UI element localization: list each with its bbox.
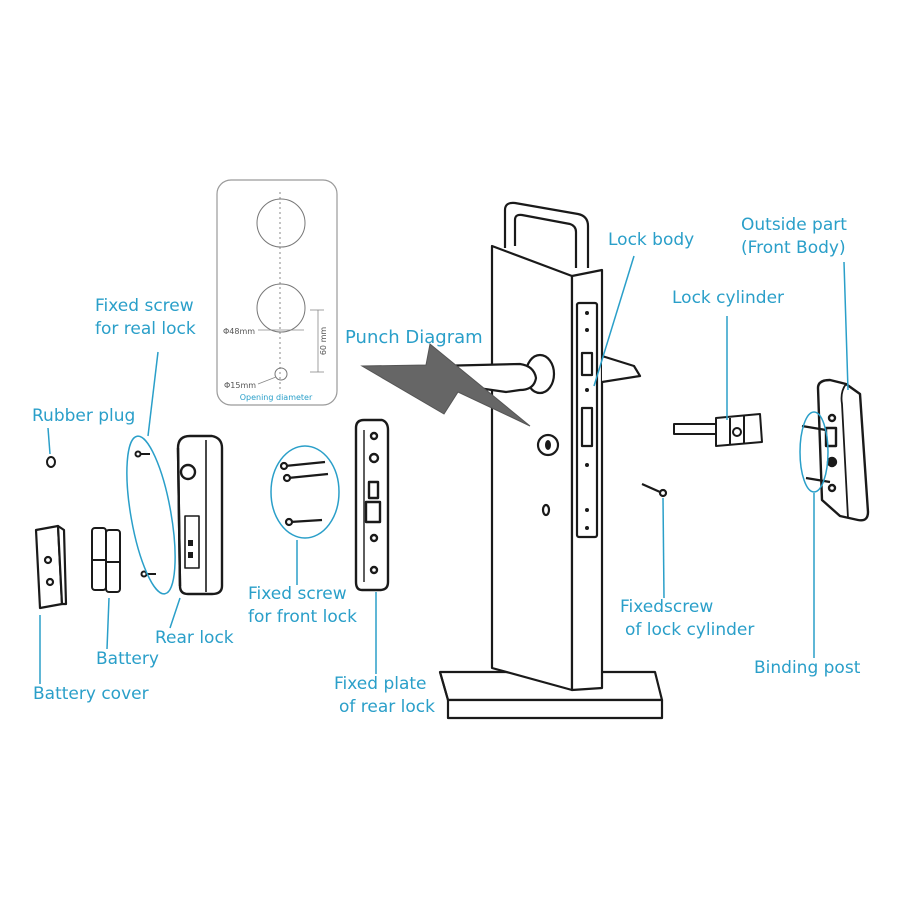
punch-dia-large: Φ48mm [223,327,255,336]
punch-dia-small: Φ15mm [224,381,256,390]
battery-cover [34,524,68,610]
label-lock-cylinder: Lock cylinder [672,288,785,308]
punch-spacing: 60 mm [319,327,328,356]
rubber-plug [46,456,56,468]
fixed-screws-front-lock [279,460,329,527]
label-punch-diagram: Punch Diagram [345,327,483,348]
label-battery: Battery [96,649,159,669]
lever-handle [434,353,642,395]
label-fixed-plate-rear-lock: Fixed plate of rear lock [334,674,435,717]
leader-ellipse-real-lock [126,435,176,595]
label-fixed-screw-real-lock: Fixed screw for real lock [95,296,196,339]
label-outside-part: Outside part (Front Body) [741,215,847,258]
rear-lock [176,434,224,596]
label-rear-lock: Rear lock [155,628,234,648]
lock-cylinder [673,413,763,447]
label-binding-post: Binding post [754,658,861,678]
leader-lines [39,255,849,684]
label-fixed-screw-front-lock: Fixed screw for front lock [248,584,357,627]
leader-ellipse-binding-post [799,411,829,493]
punch-arrow [360,343,531,427]
fixedscrew-lock-cylinder [641,482,668,498]
fixed-screws-real-lock [134,450,156,578]
punch-diagram-card: Φ48mm 60 mm Φ15mm Opening diameter [216,179,338,406]
label-battery-cover: Battery cover [33,684,149,704]
battery [91,527,121,593]
leader-ellipse-front-lock [270,445,340,539]
door-panel [490,201,604,692]
label-rubber-plug: Rubber plug [32,406,136,426]
outside-front-body [816,378,870,522]
label-lock-body: Lock body [608,230,695,250]
door-stand-base [438,670,664,720]
binding-posts [801,424,831,484]
fixed-plate-rear-lock [354,418,390,592]
punch-caption: Opening diameter [240,393,313,402]
label-fixedscrew-lock-cylinder: Fixedscrew of lock cylinder [620,597,755,640]
